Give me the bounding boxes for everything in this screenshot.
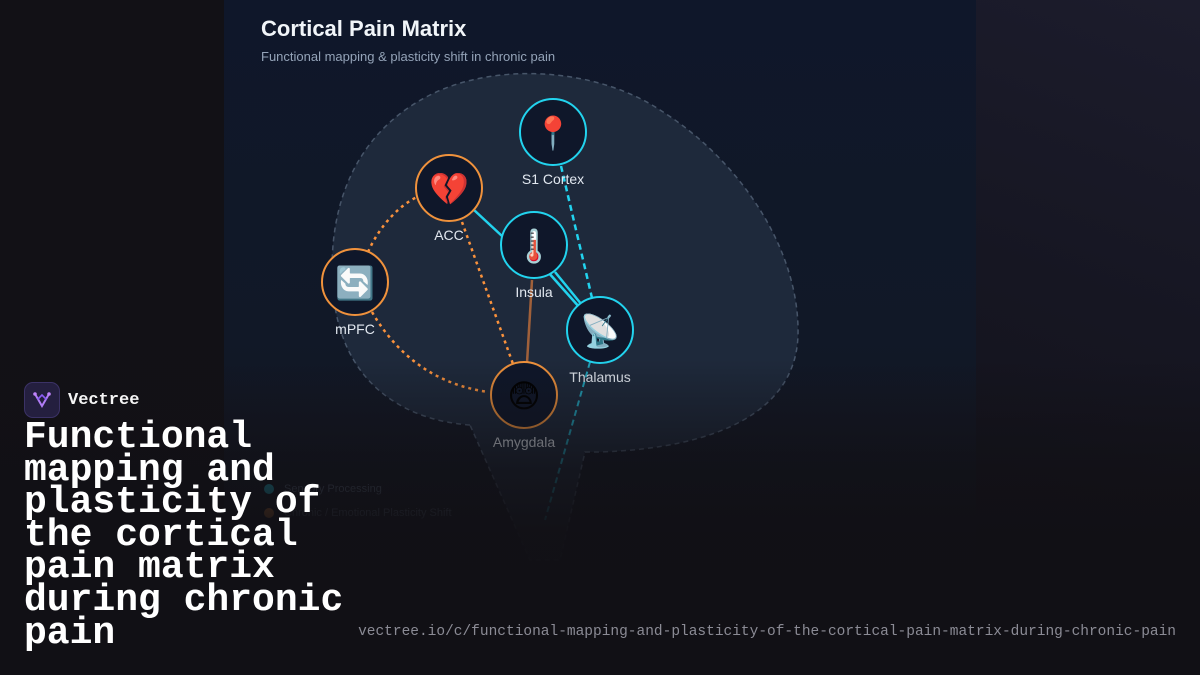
node-thalamus[interactable]: 📡 Thalamus [566, 296, 634, 385]
thermometer-icon: 🌡️ [514, 228, 554, 264]
pin-icon: 📍 [533, 115, 573, 151]
node-label-acc: ACC [434, 227, 464, 243]
diagram-title: Cortical Pain Matrix [261, 16, 467, 41]
fearful-face-icon: 😨 [507, 378, 540, 414]
diagram-subtitle: Functional mapping & plasticity shift in… [261, 49, 556, 64]
node-insula[interactable]: 🌡️ Insula [500, 211, 568, 300]
headline: Functional mapping and plasticity of the… [24, 416, 344, 655]
edge-insula-amygdala [525, 279, 534, 364]
node-mpfc[interactable]: 🔄 mPFC [321, 248, 389, 337]
edge-acc-insula [473, 209, 503, 237]
node-amygdala[interactable]: 😨 Amygdala [490, 361, 558, 450]
edge-mpfc-acc [366, 195, 418, 253]
brand-name: Vectree [68, 390, 140, 410]
node-acc[interactable]: 💔 ACC [415, 154, 483, 243]
cycle-arrows-icon: 🔄 [335, 265, 375, 301]
vectree-logo-icon [24, 382, 60, 418]
satellite-dish-icon: 📡 [580, 311, 620, 349]
node-label-thalamus: Thalamus [569, 369, 630, 385]
broken-heart-icon: 💔 [429, 171, 469, 207]
page-url[interactable]: vectree.io/c/functional-mapping-and-plas… [358, 624, 1176, 640]
node-label-s1-cortex: S1 Cortex [522, 171, 584, 187]
node-label-insula: Insula [515, 284, 553, 300]
brand[interactable]: Vectree [24, 382, 139, 418]
node-label-mpfc: mPFC [335, 321, 375, 337]
edge-insula-thalamus [554, 271, 583, 306]
edge-acc-thalamus [547, 271, 581, 309]
edge-s1-thalamus [559, 165, 594, 299]
node-label-amygdala: Amygdala [493, 434, 555, 450]
node-s1-cortex[interactable]: 📍 S1 Cortex [519, 98, 587, 187]
